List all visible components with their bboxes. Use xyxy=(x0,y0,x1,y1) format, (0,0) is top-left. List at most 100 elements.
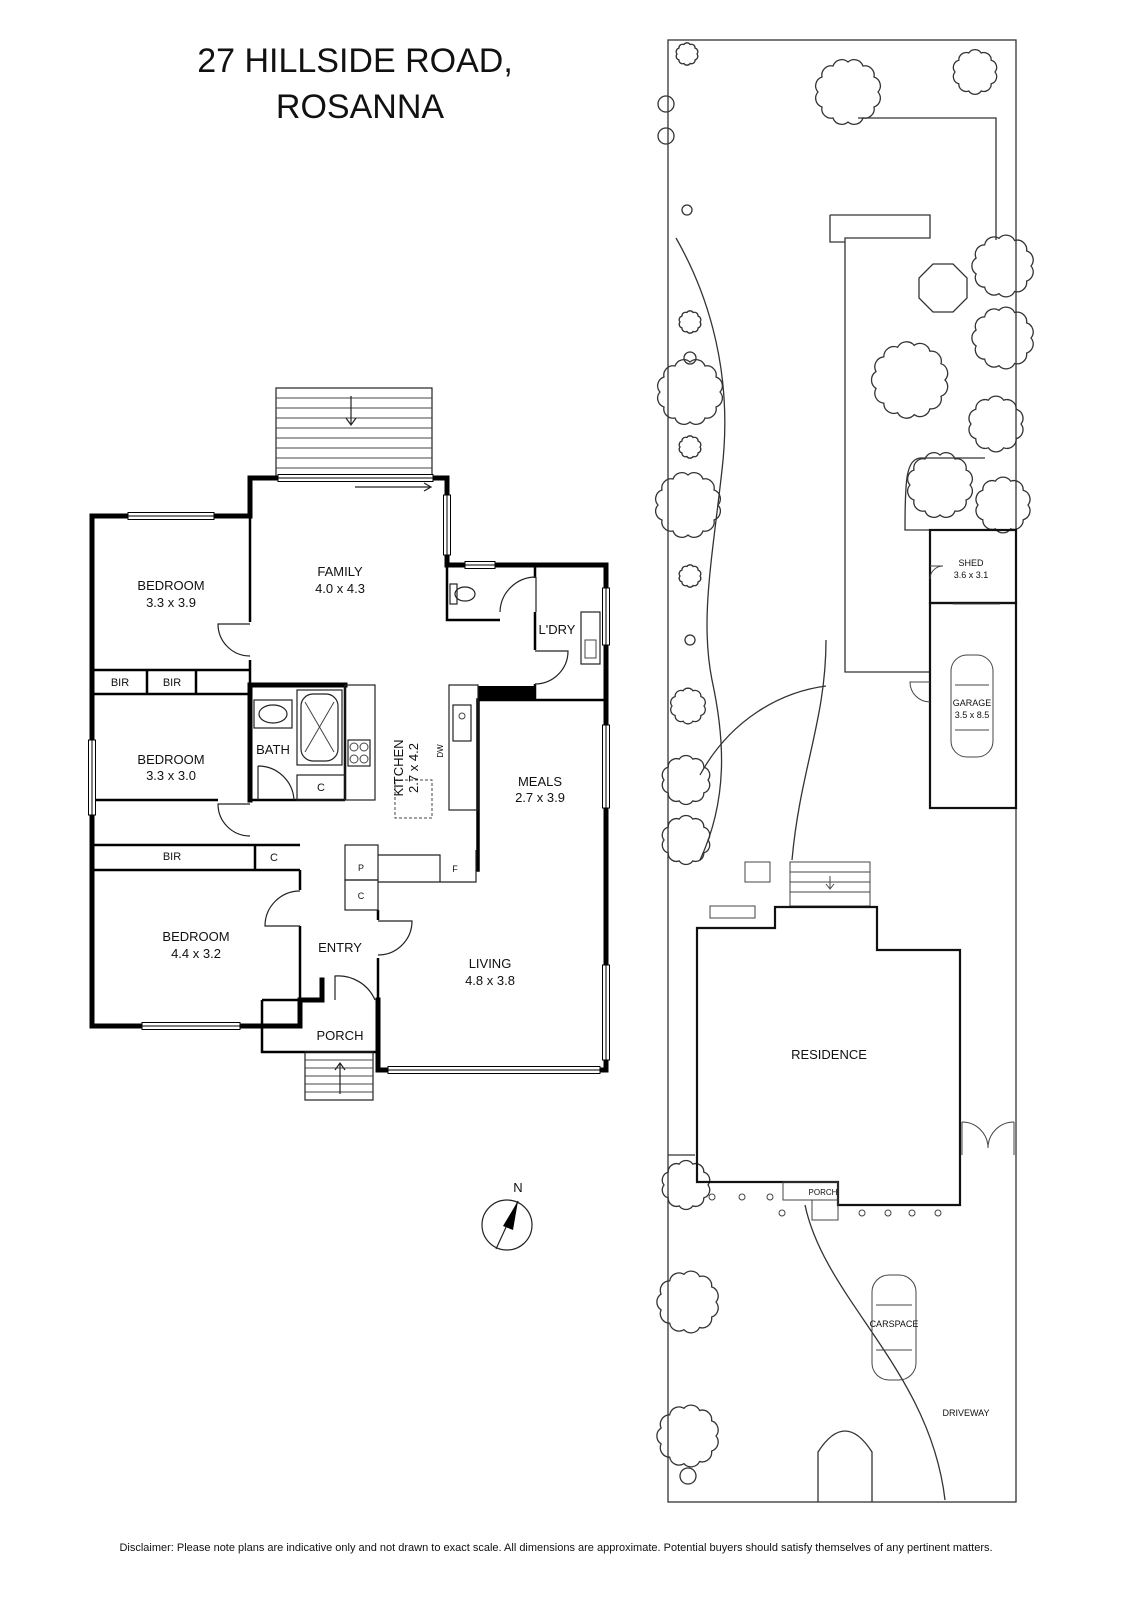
kitchen-fixtures xyxy=(344,684,479,911)
living-size: 4.8 x 3.8 xyxy=(465,973,515,988)
north-arrow-icon xyxy=(503,1201,518,1230)
tree-icon xyxy=(661,1159,711,1211)
residence-porch-label: PORCH xyxy=(809,1188,838,1197)
sliding-door-arrow-icon xyxy=(355,482,433,492)
tree-icon xyxy=(684,634,696,646)
sink-icon xyxy=(452,704,472,742)
tree-icon xyxy=(675,42,699,66)
living-door xyxy=(377,920,413,956)
car-icon xyxy=(871,1274,917,1381)
compass-ring xyxy=(481,1199,533,1251)
shed: SHED 3.6 x 3.1 xyxy=(928,528,1018,605)
deck-outline xyxy=(275,387,433,479)
tree-icon xyxy=(952,49,998,95)
front-steps xyxy=(304,1051,374,1101)
bedroom3-label: BEDROOM xyxy=(162,929,229,944)
gazebo-icon xyxy=(918,263,968,313)
tree-icon xyxy=(975,476,1031,534)
cupboard-label: C xyxy=(317,782,325,794)
toilet-icon xyxy=(454,586,476,602)
down-arrow-icon xyxy=(825,876,835,890)
cupboard-label: C xyxy=(270,852,278,864)
garden-edging-posts xyxy=(708,1193,942,1217)
post-icon xyxy=(908,1209,916,1217)
tree-icon xyxy=(678,564,702,588)
porch-step xyxy=(811,1199,839,1221)
garage-side-door xyxy=(909,681,931,703)
entry-cupboard xyxy=(344,879,379,911)
tree-icon xyxy=(968,395,1024,453)
car-windscreen-lines xyxy=(955,684,989,731)
driveway-label: DRIVEWAY xyxy=(942,1408,989,1418)
bir-label: BIR xyxy=(163,851,181,863)
meals-label: MEALS xyxy=(518,774,562,789)
bedroom2-size: 3.3 x 3.0 xyxy=(146,768,196,783)
tree-icon xyxy=(678,435,702,459)
site-boundary xyxy=(667,39,1017,1503)
shed-size: 3.6 x 3.1 xyxy=(954,570,989,580)
room-labels: BEDROOM 3.3 x 3.9 FAMILY 4.0 x 4.3 BIR B… xyxy=(111,564,576,1043)
tree-icon xyxy=(657,127,675,145)
tree-icon xyxy=(971,306,1034,370)
car-windscreen-lines xyxy=(876,1304,912,1351)
bath-door xyxy=(257,765,295,801)
residence-label: RESIDENCE xyxy=(791,1047,867,1062)
bathtub-cross xyxy=(304,701,335,753)
entry-label: ENTRY xyxy=(318,940,362,955)
house-floor-plan: BEDROOM 3.3 x 3.9 FAMILY 4.0 x 4.3 BIR B… xyxy=(88,387,610,1101)
porch-label: PORCH xyxy=(317,1028,364,1043)
down-arrow-icon xyxy=(345,396,357,427)
side-gate xyxy=(961,1121,1015,1155)
toilet-cistern xyxy=(449,583,458,605)
burner-icon xyxy=(349,754,359,764)
bath-label: BATH xyxy=(256,742,290,757)
cupboard-label: C xyxy=(358,891,365,901)
garage-outline xyxy=(928,601,1018,810)
disclaimer-text: Disclaimer: Please note plans are indica… xyxy=(119,1542,992,1554)
kitchen-bench-west xyxy=(344,684,376,801)
tree-icon xyxy=(815,59,881,125)
garden-bed-edge xyxy=(858,117,997,240)
tree-icon xyxy=(678,310,702,334)
shed-label: SHED xyxy=(958,558,984,568)
dishwasher-label: DW xyxy=(436,744,445,758)
garden-arch xyxy=(817,1430,873,1502)
sink-drain-icon xyxy=(458,712,466,720)
garden-path-edge xyxy=(791,639,827,861)
tree-icon xyxy=(679,1467,697,1485)
basin-icon xyxy=(258,704,288,724)
tree-icon xyxy=(681,204,693,216)
bir-hall-walls xyxy=(92,843,300,872)
tree-icon xyxy=(870,341,949,419)
laundry-door xyxy=(499,576,537,613)
tree-icon xyxy=(661,814,711,866)
rear-bed-edge xyxy=(904,457,985,531)
wc-laundry-fixtures xyxy=(449,583,601,665)
tree-icon xyxy=(656,1270,719,1334)
tree-icon xyxy=(670,687,706,725)
tree-icon xyxy=(655,472,721,538)
kitchen-bench-east xyxy=(448,684,479,811)
post-icon xyxy=(858,1209,866,1217)
residence: RESIDENCE PORCH xyxy=(695,861,1015,1221)
step-treads xyxy=(305,1059,373,1093)
pantry-label: P xyxy=(358,863,364,873)
tree-icon xyxy=(657,359,723,425)
bedroom3-door xyxy=(264,890,301,927)
inner-thick-walls xyxy=(247,682,348,1029)
post-icon xyxy=(766,1193,774,1201)
north-compass: N xyxy=(481,1180,533,1251)
laundry-trough xyxy=(580,611,601,665)
up-arrow-icon xyxy=(334,1061,346,1094)
kitchen-island-outline xyxy=(394,779,433,819)
vanity xyxy=(253,699,293,729)
post-icon xyxy=(708,1193,716,1201)
entry-door xyxy=(334,975,376,1001)
bedroom2-door xyxy=(217,803,251,837)
burner-icon xyxy=(349,742,359,752)
trough-basin-icon xyxy=(584,639,597,659)
laundry-side-door xyxy=(534,650,569,685)
outer-wall-east xyxy=(247,475,609,1073)
family-size: 4.0 x 4.3 xyxy=(315,581,365,596)
wc-walls xyxy=(445,565,500,622)
